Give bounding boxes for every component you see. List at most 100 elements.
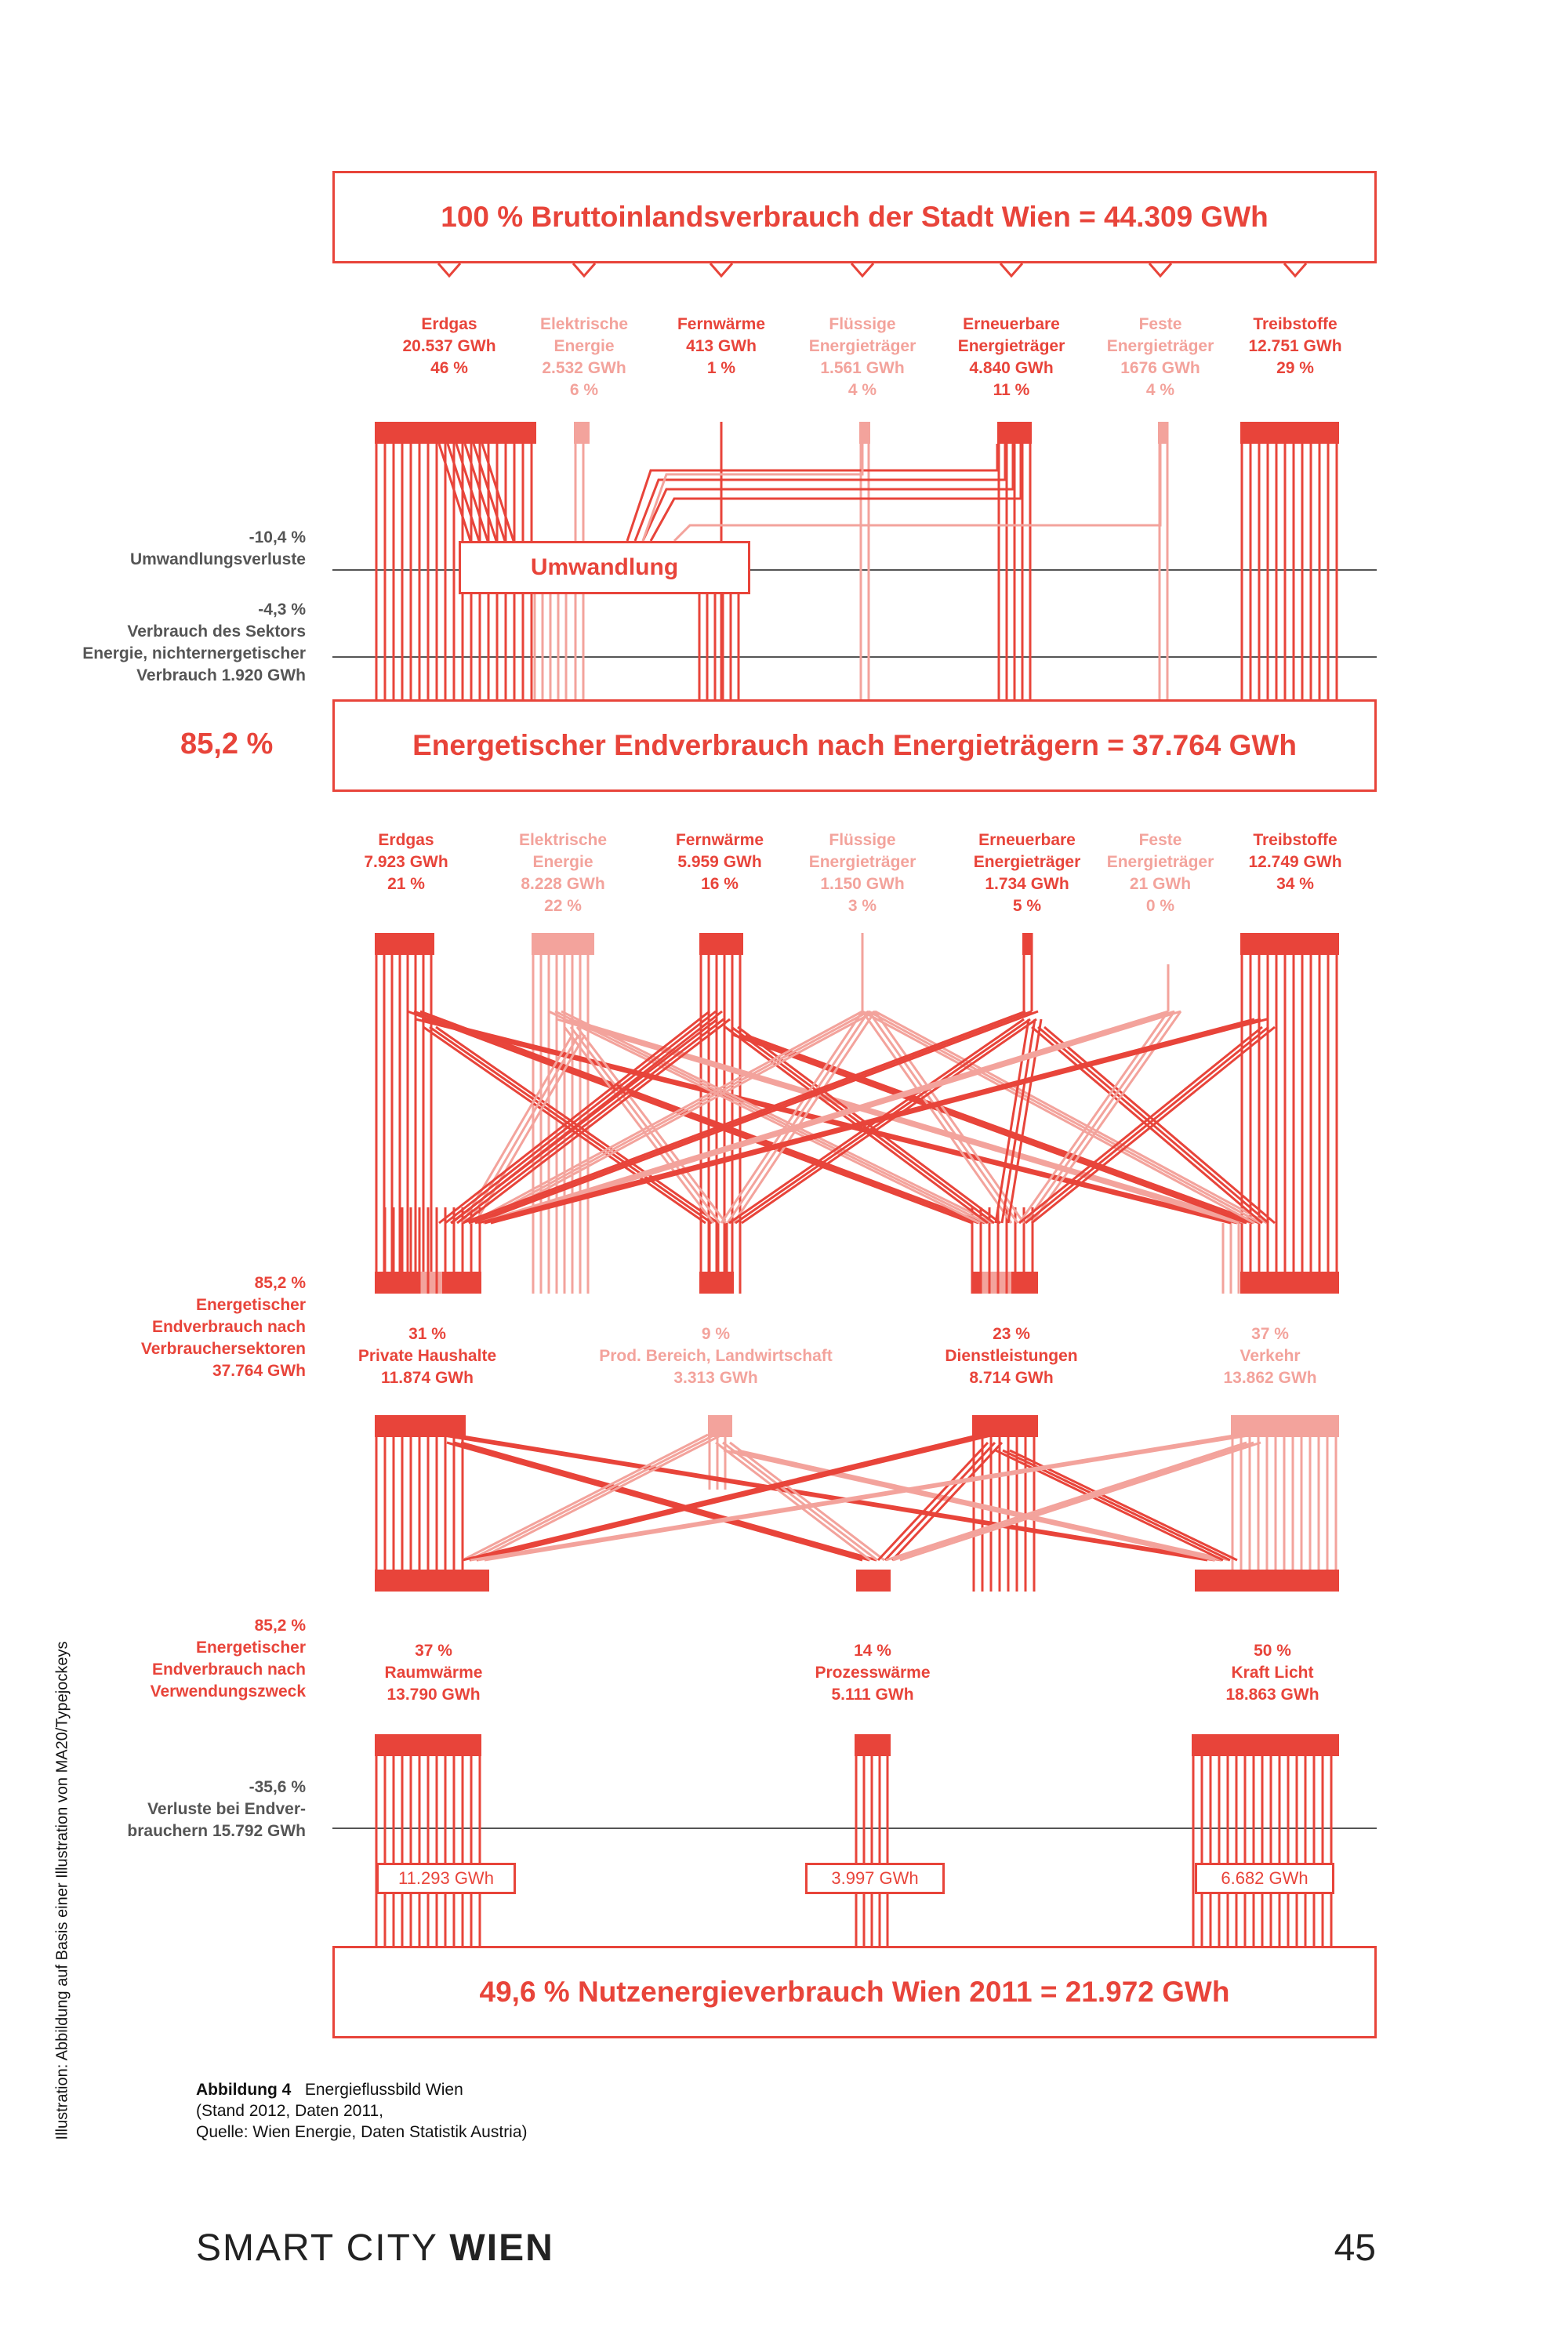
- flow2-1: [460, 1441, 877, 1562]
- purpose-pct: 37 %: [415, 1642, 452, 1660]
- loss3-pct: -35,6 %: [249, 1778, 306, 1796]
- useful-value-3: 6.682 GWh: [1195, 1863, 1334, 1894]
- flow2-5: [476, 1433, 995, 1562]
- carrier-name_l1: Flüssige: [829, 831, 896, 849]
- title-text: 100 % Bruttoinlandsverbrauch der Stadt W…: [441, 201, 1269, 233]
- source-value: 12.751 GWh: [1248, 337, 1342, 355]
- flow2-9: [885, 1441, 1247, 1562]
- footer-brand: SMART CITY WIEN: [196, 2227, 554, 2270]
- sector-pct: 37 %: [1251, 1325, 1289, 1343]
- src-treib-cap: [1240, 422, 1339, 444]
- flow-5: [569, 1026, 721, 1224]
- carrier-name_l2: Energieträger: [1106, 853, 1214, 871]
- source-name_l1: Flüssige: [829, 315, 896, 333]
- purpose-name: Raumwärme: [384, 1664, 483, 1682]
- feed-erdgas: [437, 443, 472, 542]
- flow-12: [726, 1011, 870, 1224]
- carrier-value: 5.959 GWh: [677, 853, 762, 871]
- flow-0: [407, 1010, 973, 1225]
- source-name_l2: Energieträger: [808, 337, 916, 355]
- flow-19: [477, 1010, 1169, 1225]
- purpose-name: Kraft Licht: [1231, 1664, 1314, 1682]
- figure-caption: Abbildung 4 Energieflussbild Wien (Stand…: [196, 2079, 528, 2143]
- flow-10: [732, 1033, 1247, 1225]
- flow-21: [484, 1018, 1261, 1225]
- carrier-value: 21 GWh: [1129, 875, 1192, 893]
- flow-19: [490, 1010, 1181, 1225]
- feed-erneuerbar: [641, 444, 1014, 542]
- source-pct: 1 %: [706, 359, 736, 377]
- flow-1: [427, 1018, 1244, 1225]
- source-name_l2: Energieträger: [957, 337, 1065, 355]
- flow2-8: [484, 1433, 1254, 1562]
- flow2-2: [462, 1433, 709, 1562]
- flow2-2: [476, 1433, 723, 1562]
- source-value: 1.561 GWh: [820, 359, 905, 377]
- pur-kraft-cap: [1192, 1734, 1339, 1756]
- carrier-name_l1: Feste: [1138, 831, 1182, 849]
- flow-7: [438, 1010, 710, 1225]
- sec-bar-prod: [699, 1272, 734, 1294]
- loss3-label: -35,6 % Verluste bei Endver- brauchern 1…: [39, 1777, 306, 1842]
- umwandlung-box: Umwandlung: [459, 541, 750, 594]
- purpose-pct: 50 %: [1254, 1642, 1291, 1660]
- sector-name: Verkehr: [1240, 1347, 1301, 1365]
- carrier-pct: 21 %: [387, 875, 425, 893]
- source-pct: 4 %: [848, 381, 877, 399]
- carrier-name_l1: Erdgas: [378, 831, 434, 849]
- carrier-value: 7.923 GWh: [364, 853, 448, 871]
- flow-22: [1025, 1025, 1269, 1225]
- sector-value: 8.714 GWh: [969, 1369, 1054, 1387]
- sec-bar-verkehr: [1240, 1272, 1339, 1294]
- flow-12: [720, 1011, 864, 1224]
- src-erdgas-cap: [375, 422, 536, 444]
- end-box-text: Energetischer Endverbrauch nach Energiet…: [412, 729, 1297, 761]
- purpose-name: Prozesswärme: [815, 1664, 931, 1682]
- sec-bar-haushalte-light: [419, 1272, 442, 1294]
- loss3-l1: Verluste bei Endver-: [147, 1800, 306, 1818]
- carrier-pct: 22 %: [544, 897, 582, 915]
- purpose-side-l3: Verwendungszweck: [150, 1682, 306, 1700]
- feed-erneuerbar: [649, 444, 1022, 542]
- flow-19: [484, 1010, 1175, 1225]
- flow-3: [561, 1010, 993, 1225]
- carrier-pct: 0 %: [1145, 897, 1175, 915]
- pur-bar-raum: [375, 1570, 489, 1592]
- flow-22: [1031, 1025, 1276, 1225]
- title-notch: [1148, 263, 1173, 278]
- caption-title: Energieflussbild Wien: [304, 2081, 463, 2099]
- loss1-pct: -10,4 %: [249, 528, 306, 546]
- source-pct: 11 %: [993, 381, 1030, 399]
- flow-11: [470, 1010, 863, 1225]
- sec2-prod-cap: [708, 1415, 732, 1437]
- flow2-2: [469, 1433, 716, 1562]
- purpose-side-l1: Energetischer: [195, 1639, 306, 1657]
- loss2-l2: Energie, nichternergetischer: [82, 644, 306, 662]
- purpose-value: 18.863 GWh: [1225, 1686, 1319, 1704]
- loss2-label: -4,3 % Verbrauch des Sektors Energie, ni…: [39, 599, 306, 687]
- brand-b: WIEN: [449, 2227, 554, 2269]
- flow-21: [490, 1018, 1268, 1225]
- flow-7: [445, 1010, 717, 1225]
- flow2-3: [715, 1441, 871, 1562]
- loss1-text: Umwandlungsverluste: [129, 550, 306, 568]
- source-value: 413 GWh: [686, 337, 757, 355]
- flow2-6: [884, 1441, 996, 1562]
- carrier-name_l2: Energieträger: [808, 853, 916, 871]
- carrier-pct: 3 %: [848, 897, 877, 915]
- flow-15: [474, 1010, 1039, 1225]
- brand-a: SMART CITY: [196, 2227, 438, 2269]
- sector-side-pct: 85,2 %: [254, 1274, 306, 1292]
- flow-16: [1000, 1018, 1036, 1224]
- flow-3: [548, 1010, 981, 1225]
- flow-4: [562, 1018, 1246, 1225]
- flow-21: [477, 1018, 1255, 1225]
- source-pct: 46 %: [430, 359, 468, 377]
- flow2-3: [729, 1441, 885, 1562]
- purpose-value: 13.790 GWh: [387, 1686, 481, 1704]
- useful-value-2: 3.997 GWh: [805, 1863, 945, 1894]
